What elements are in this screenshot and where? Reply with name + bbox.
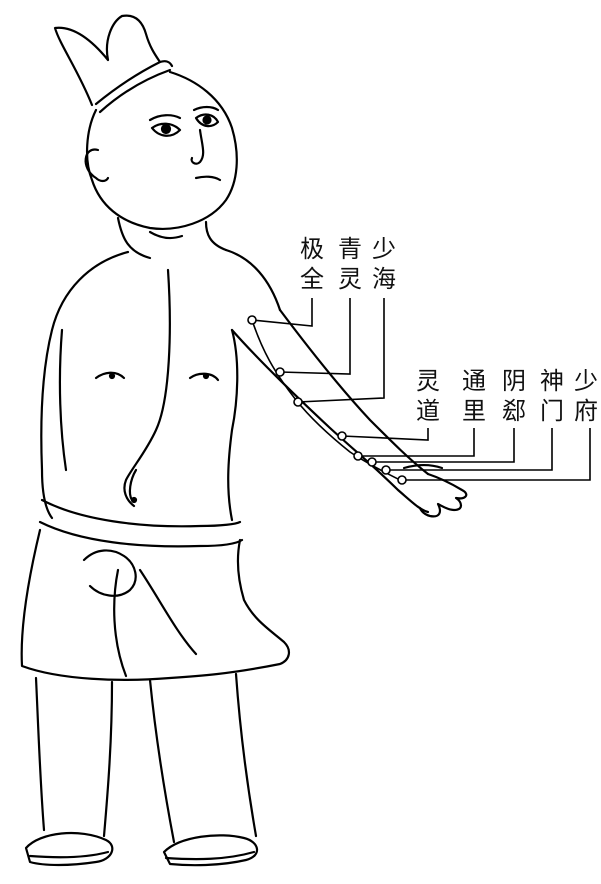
hair-bun — [55, 16, 160, 105]
label-lingdao-2: 道 — [415, 396, 441, 426]
mouth — [196, 177, 220, 180]
label-tongli: 通 里 — [461, 366, 487, 426]
label-shaohai-2: 海 — [371, 264, 397, 294]
leader-qingling — [280, 298, 350, 374]
label-qingling: 青 灵 — [337, 234, 363, 294]
waist-sash — [42, 500, 240, 526]
point-shaofu — [398, 476, 406, 484]
hair-band — [96, 61, 172, 104]
label-tongli-2: 里 — [461, 396, 487, 426]
label-shenmen-2: 门 — [539, 396, 565, 426]
label-shaofu: 少 府 — [573, 366, 599, 426]
label-shenmen: 神 门 — [539, 366, 565, 426]
label-yinxi-2: 郄 — [501, 396, 527, 426]
point-jiquan — [248, 316, 256, 324]
label-shenmen-1: 神 — [539, 366, 565, 396]
point-yinxi — [368, 458, 376, 466]
skirt — [22, 530, 289, 680]
label-lingdao: 灵 道 — [415, 366, 441, 426]
leader-yinxi — [372, 428, 514, 462]
right-leg — [150, 680, 174, 842]
label-qingling-1: 青 — [337, 234, 363, 264]
label-shaohai-1: 少 — [371, 234, 397, 264]
point-lingdao — [338, 432, 346, 440]
point-shenmen — [382, 466, 390, 474]
right-shoulder — [226, 250, 280, 310]
leader-shaofu — [402, 428, 590, 480]
point-qingling — [276, 368, 284, 376]
leader-tongli — [358, 428, 474, 456]
left-foot — [26, 833, 112, 865]
label-shaohai: 少 海 — [371, 234, 397, 294]
label-yinxi-1: 阴 — [501, 366, 527, 396]
left-leg — [36, 678, 44, 830]
label-jiquan-1: 极 — [299, 234, 325, 264]
label-lingdao-1: 灵 — [415, 366, 441, 396]
head — [87, 72, 237, 229]
point-tongli — [354, 452, 362, 460]
label-shaofu-1: 少 — [573, 366, 599, 396]
label-shaofu-2: 府 — [573, 396, 599, 426]
label-yinxi: 阴 郄 — [501, 366, 527, 426]
sash-knot — [84, 550, 136, 595]
torso-left — [41, 252, 128, 518]
right-foot — [164, 835, 257, 865]
leader-shenmen — [386, 428, 552, 470]
arm-lower — [232, 330, 428, 512]
label-jiquan: 极 全 — [299, 234, 325, 294]
nose — [192, 130, 204, 164]
label-jiquan-2: 全 — [299, 264, 325, 294]
label-tongli-1: 通 — [461, 366, 487, 396]
label-qingling-2: 灵 — [337, 264, 363, 294]
point-shaohai — [294, 398, 302, 406]
